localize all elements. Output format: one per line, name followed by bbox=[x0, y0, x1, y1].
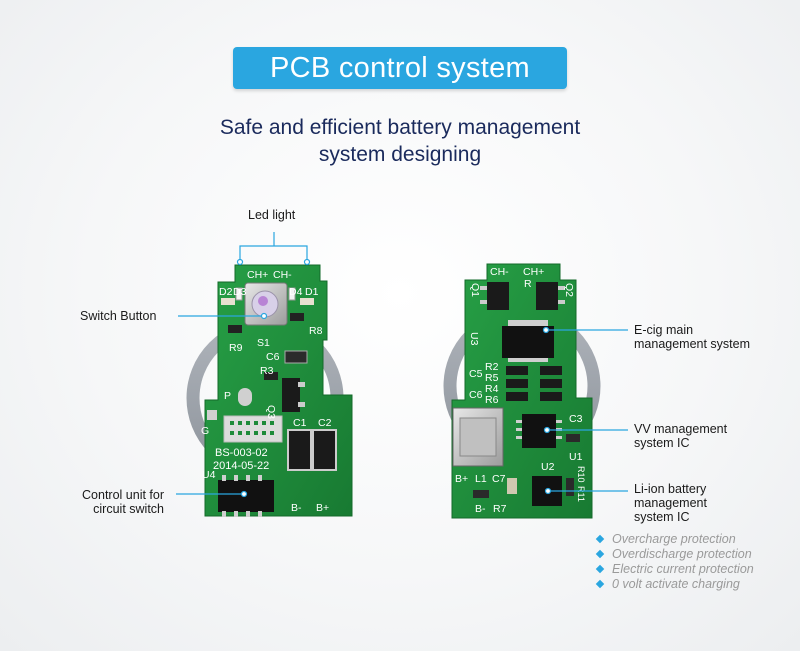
silk-c2: C2 bbox=[318, 417, 332, 429]
subtitle-line-2: system designing bbox=[318, 143, 482, 166]
silk-c6: C6 bbox=[266, 351, 280, 363]
silk-d2: D2 bbox=[219, 286, 233, 298]
feature-item: Overdischarge protection bbox=[595, 547, 754, 562]
page-subtitle: Safe and efficient battery management sy… bbox=[100, 114, 700, 168]
silk-u4: U4 bbox=[202, 469, 216, 481]
callout-main-line-2: management system bbox=[634, 337, 751, 351]
silk-q1: Q1 bbox=[469, 283, 481, 297]
silk-q3: Q3 bbox=[265, 405, 277, 419]
silk-r-ch-minus: CH- bbox=[490, 266, 509, 278]
callout-main-system: E-cig main management system bbox=[634, 323, 750, 351]
led-light-bracket bbox=[239, 245, 308, 260]
silk-board-id: BS-003-02 bbox=[215, 447, 268, 459]
mosfet-q1 bbox=[487, 282, 509, 310]
silk-d4: D4 bbox=[289, 286, 303, 298]
silk-b-minus: B- bbox=[291, 502, 302, 514]
led-d3 bbox=[235, 287, 243, 301]
silk-q2: Q2 bbox=[563, 283, 575, 297]
callout-li-line-1: Li-ion battery bbox=[634, 482, 707, 496]
diamond-bullet-icon bbox=[595, 549, 605, 559]
silk-r6: R6 bbox=[485, 394, 499, 406]
silk-r11: R11 bbox=[576, 486, 586, 502]
callout-vv-system: VV management system IC bbox=[634, 422, 727, 450]
silk-r-r: R bbox=[524, 278, 532, 290]
feature-item: Electric current protection bbox=[595, 562, 754, 577]
diamond-bullet-icon bbox=[595, 564, 605, 574]
silk-r4: R4 bbox=[485, 383, 499, 395]
silk-u1: U1 bbox=[569, 451, 583, 463]
silk-c5: C5 bbox=[469, 368, 483, 380]
silk-ch-minus: CH- bbox=[273, 269, 292, 281]
callout-control-unit-line-2: circuit switch bbox=[93, 502, 164, 516]
silk-r10: R10 bbox=[576, 466, 586, 483]
page-title-badge: PCB control system bbox=[233, 47, 567, 89]
silk-date: 2014-05-22 bbox=[213, 460, 269, 472]
diamond-bullet-icon bbox=[595, 534, 605, 544]
callout-led-light: Led light bbox=[248, 208, 296, 222]
silk-s1: S1 bbox=[257, 337, 270, 349]
silk-r8: R8 bbox=[309, 325, 323, 337]
callout-control-unit-line-1: Control unit for bbox=[82, 488, 164, 502]
callout-switch-button: Switch Button bbox=[80, 309, 157, 323]
callout-lines bbox=[176, 232, 628, 495]
left-pcb-board: CH+ CH- D2 D3 D4 D1 R9 R8 S1 C6 R3 Q3 P … bbox=[186, 264, 353, 517]
silk-r9: R9 bbox=[229, 342, 243, 354]
silk-u2: U2 bbox=[541, 461, 555, 473]
silk-b-plus: B+ bbox=[316, 502, 329, 514]
silk-d1: D1 bbox=[305, 286, 319, 298]
callout-control-unit: Control unit for circuit switch bbox=[58, 488, 164, 516]
silk-r-ch-plus: CH+ bbox=[523, 266, 544, 278]
silk-c7: C7 bbox=[492, 473, 506, 485]
silk-r5: R5 bbox=[485, 372, 499, 384]
callout-li-line-3: system IC bbox=[634, 510, 690, 524]
silk-p: P bbox=[224, 390, 231, 402]
callout-li-line-2: management bbox=[634, 496, 707, 510]
protection-feature-list: Overcharge protection Overdischarge prot… bbox=[595, 532, 754, 592]
subtitle-line-1: Safe and efficient battery management bbox=[219, 116, 581, 139]
silk-u3: U3 bbox=[468, 332, 480, 346]
silk-g: G bbox=[201, 425, 209, 437]
callout-li-ion-system: Li-ion battery management system IC bbox=[634, 482, 707, 524]
silk-d3: D3 bbox=[233, 286, 247, 298]
callout-vv-line-2: system IC bbox=[634, 436, 690, 450]
mosfet-q2 bbox=[536, 282, 558, 310]
callout-vv-line-1: VV management bbox=[634, 422, 728, 436]
silk-r7: R7 bbox=[493, 503, 507, 515]
feature-item: 0 volt activate charging bbox=[595, 577, 754, 592]
vv-chip bbox=[522, 414, 556, 448]
silk-c1: C1 bbox=[293, 417, 307, 429]
silk-r2: R2 bbox=[485, 361, 499, 373]
callout-dots bbox=[236, 258, 552, 498]
diamond-bullet-icon bbox=[595, 579, 605, 589]
right-pcb-board: CH- CH+ R Q1 Q2 U3 C5 R2 R5 R4 C6 R6 C3 … bbox=[443, 263, 601, 519]
led-d4 bbox=[288, 287, 296, 301]
capacitor-c2 bbox=[312, 429, 337, 471]
page-title: PCB control system bbox=[269, 52, 531, 84]
silk-r3: R3 bbox=[260, 365, 274, 377]
silk-r-b-plus: B+ bbox=[455, 473, 468, 485]
callout-main-line-1: E-cig main bbox=[634, 323, 694, 337]
silk-l1: L1 bbox=[475, 473, 487, 485]
silk-r-c6: C6 bbox=[469, 389, 483, 401]
capacitor-c1 bbox=[287, 429, 312, 471]
silk-r-b-minus: B- bbox=[475, 503, 486, 515]
feature-item: Overcharge protection bbox=[595, 532, 754, 547]
silk-c3: C3 bbox=[569, 413, 583, 425]
silk-ch-plus: CH+ bbox=[247, 269, 268, 281]
transistor-q3 bbox=[282, 378, 300, 412]
